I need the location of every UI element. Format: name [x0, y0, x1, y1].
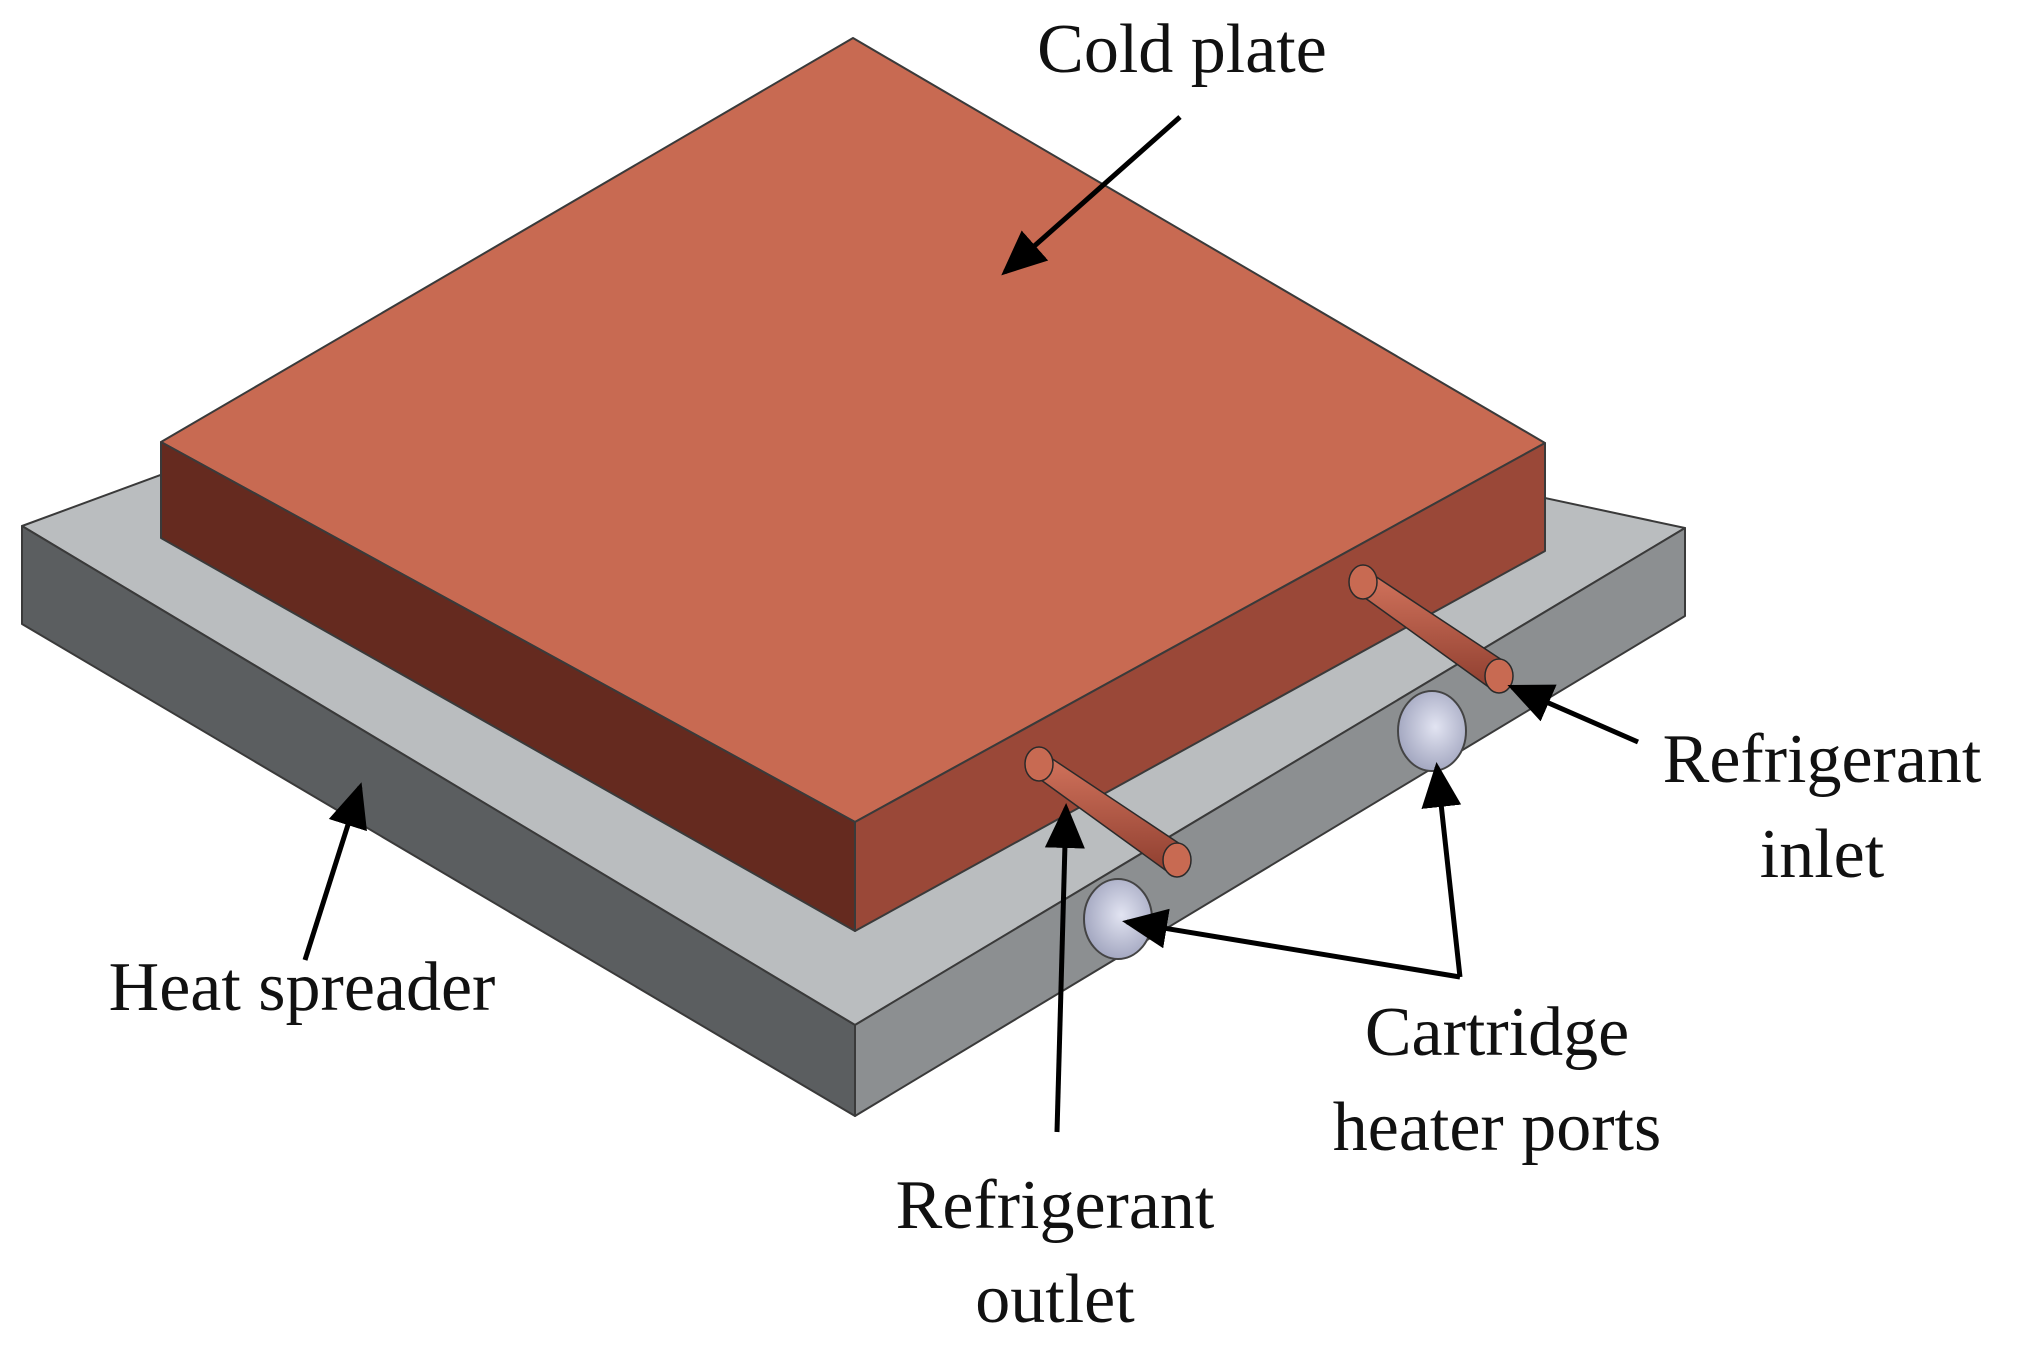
refrigerant-outlet-pipe — [1024, 746, 1192, 878]
arrow-refrigerant-outlet — [1044, 803, 1085, 1133]
cold-plate-right-face — [854, 442, 1546, 932]
cartridge-port-right — [1397, 690, 1467, 772]
refrigerant-inlet-pipe — [1348, 564, 1514, 694]
label-refrigerant-outlet-line1: Refrigerant — [896, 1167, 1215, 1244]
labels: Cold plate Heat spreader Refrigerant inl… — [109, 11, 1982, 1338]
callout-arrows — [302, 115, 1640, 1133]
arrow-cartridge-port-left — [1122, 908, 1461, 980]
label-heat-spreader: Heat spreader — [109, 949, 496, 1026]
label-cartridge-line1: Cartridge — [1365, 994, 1629, 1071]
cold-plate — [160, 37, 1546, 932]
label-refrigerant-inlet-line1: Refrigerant — [1663, 721, 1982, 798]
cartridge-heater-ports — [1083, 690, 1467, 960]
label-refrigerant-outlet-line2: outlet — [975, 1261, 1135, 1338]
cartridge-port-left — [1083, 878, 1153, 960]
arrow-refrigerant-inlet — [1507, 684, 1640, 745]
arrow-cartridge-port-right — [1421, 762, 1463, 978]
arrow-cold-plate — [1001, 115, 1182, 276]
label-cartridge-line2: heater ports — [1333, 1089, 1661, 1166]
arrow-heat-spreader — [302, 782, 367, 961]
label-cold-plate: Cold plate — [1037, 11, 1327, 88]
label-refrigerant-inlet-line2: inlet — [1760, 816, 1885, 893]
